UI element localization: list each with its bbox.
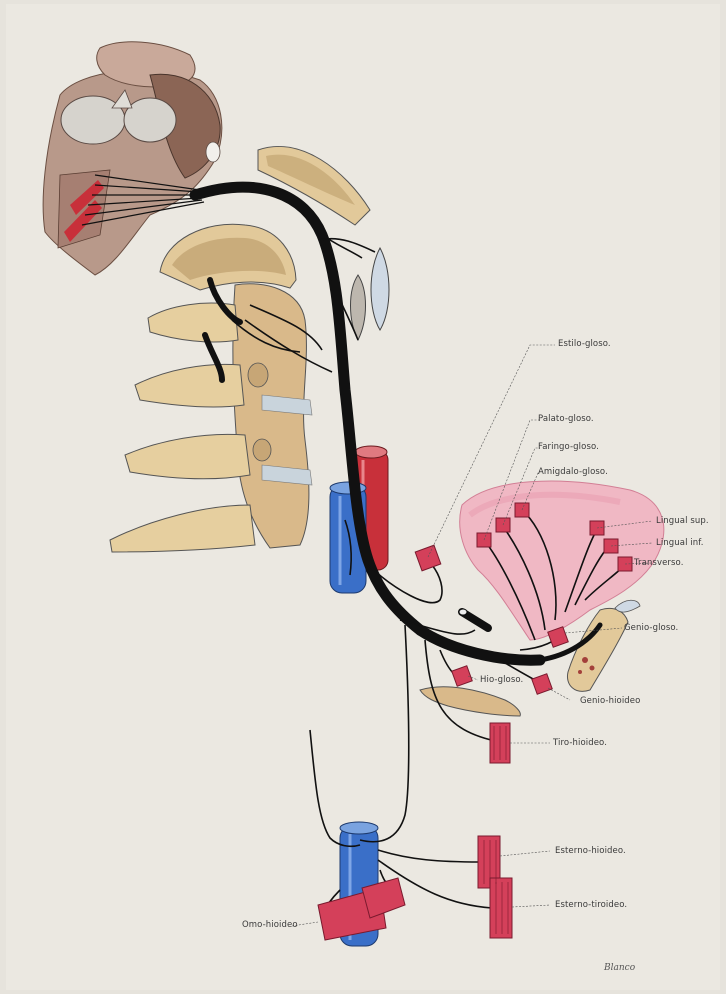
label-lingual-inf: Lingual inf. xyxy=(656,538,704,548)
label-estilo-gloso: Estilo-gloso. xyxy=(558,339,611,349)
label-esterno-hioideo: Esterno-hioideo. xyxy=(555,846,626,856)
label-genio-hioideo: Genio-hioideo xyxy=(580,696,640,706)
label-amigdalo-gloso: Amigdalo-gloso. xyxy=(538,467,608,477)
label-palato-gloso: Palato-gloso. xyxy=(538,414,594,424)
label-lingual-sup: Lingual sup. xyxy=(656,516,709,526)
label-omo-hioideo: Omo-hioideo xyxy=(242,920,298,930)
label-faringo-gloso: Faringo-gloso. xyxy=(538,442,599,452)
label-esterno-tiroideo: Esterno-tiroideo. xyxy=(555,900,627,910)
label-tiro-hioideo: Tiro-hioideo. xyxy=(553,738,607,748)
label-transverso: Transverso. xyxy=(634,558,684,568)
label-hio-gloso: Hio-gloso. xyxy=(480,675,523,685)
artist-signature: Blanco xyxy=(604,963,635,973)
label-genio-gloso: Genio-gloso. xyxy=(624,623,678,633)
